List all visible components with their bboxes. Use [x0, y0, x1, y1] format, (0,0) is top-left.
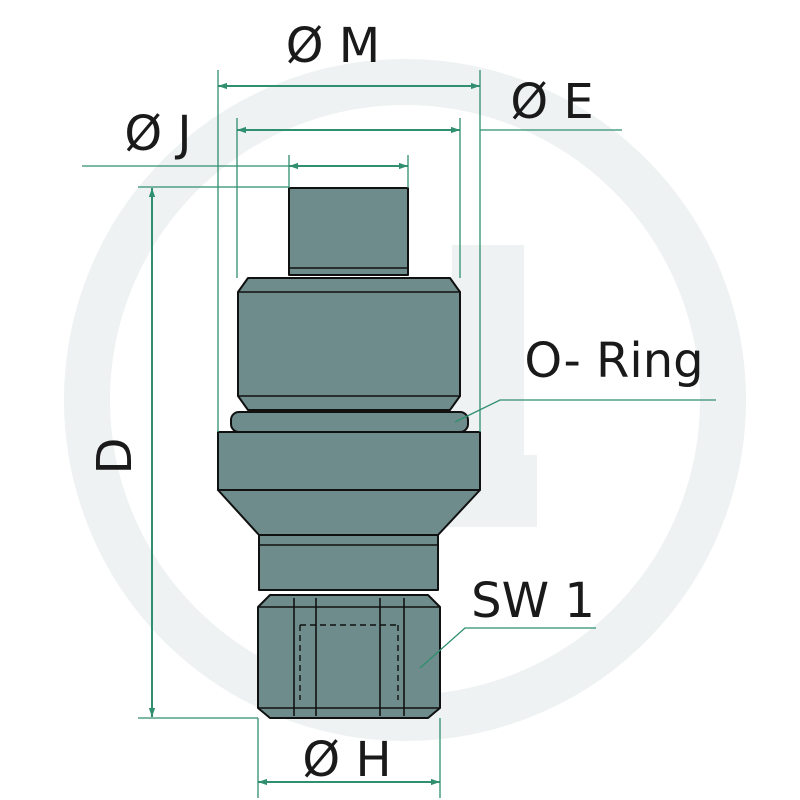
label-d: D [87, 438, 143, 475]
coupling-pin [288, 187, 409, 276]
sw1-leader [419, 627, 596, 669]
label-sw1: SW 1 [471, 573, 595, 629]
label-dia-e: Ø E [510, 74, 593, 130]
o-ring-leader [454, 399, 716, 423]
label-dia-j: Ø J [124, 106, 191, 162]
dimension-lines [148, 82, 480, 786]
coupling-taper [217, 489, 481, 536]
coupling-part [217, 187, 481, 719]
hex-nut [257, 594, 441, 719]
extension-lines [82, 70, 622, 798]
coupling-collar [237, 277, 461, 411]
coupling-neck [258, 534, 439, 591]
label-o-ring: O- Ring [524, 333, 703, 389]
coupling-flange [217, 431, 481, 491]
label-dia-h: Ø H [302, 732, 391, 788]
o-ring [230, 411, 469, 433]
label-dia-m: Ø M [286, 18, 380, 74]
leader-lines [419, 399, 716, 669]
